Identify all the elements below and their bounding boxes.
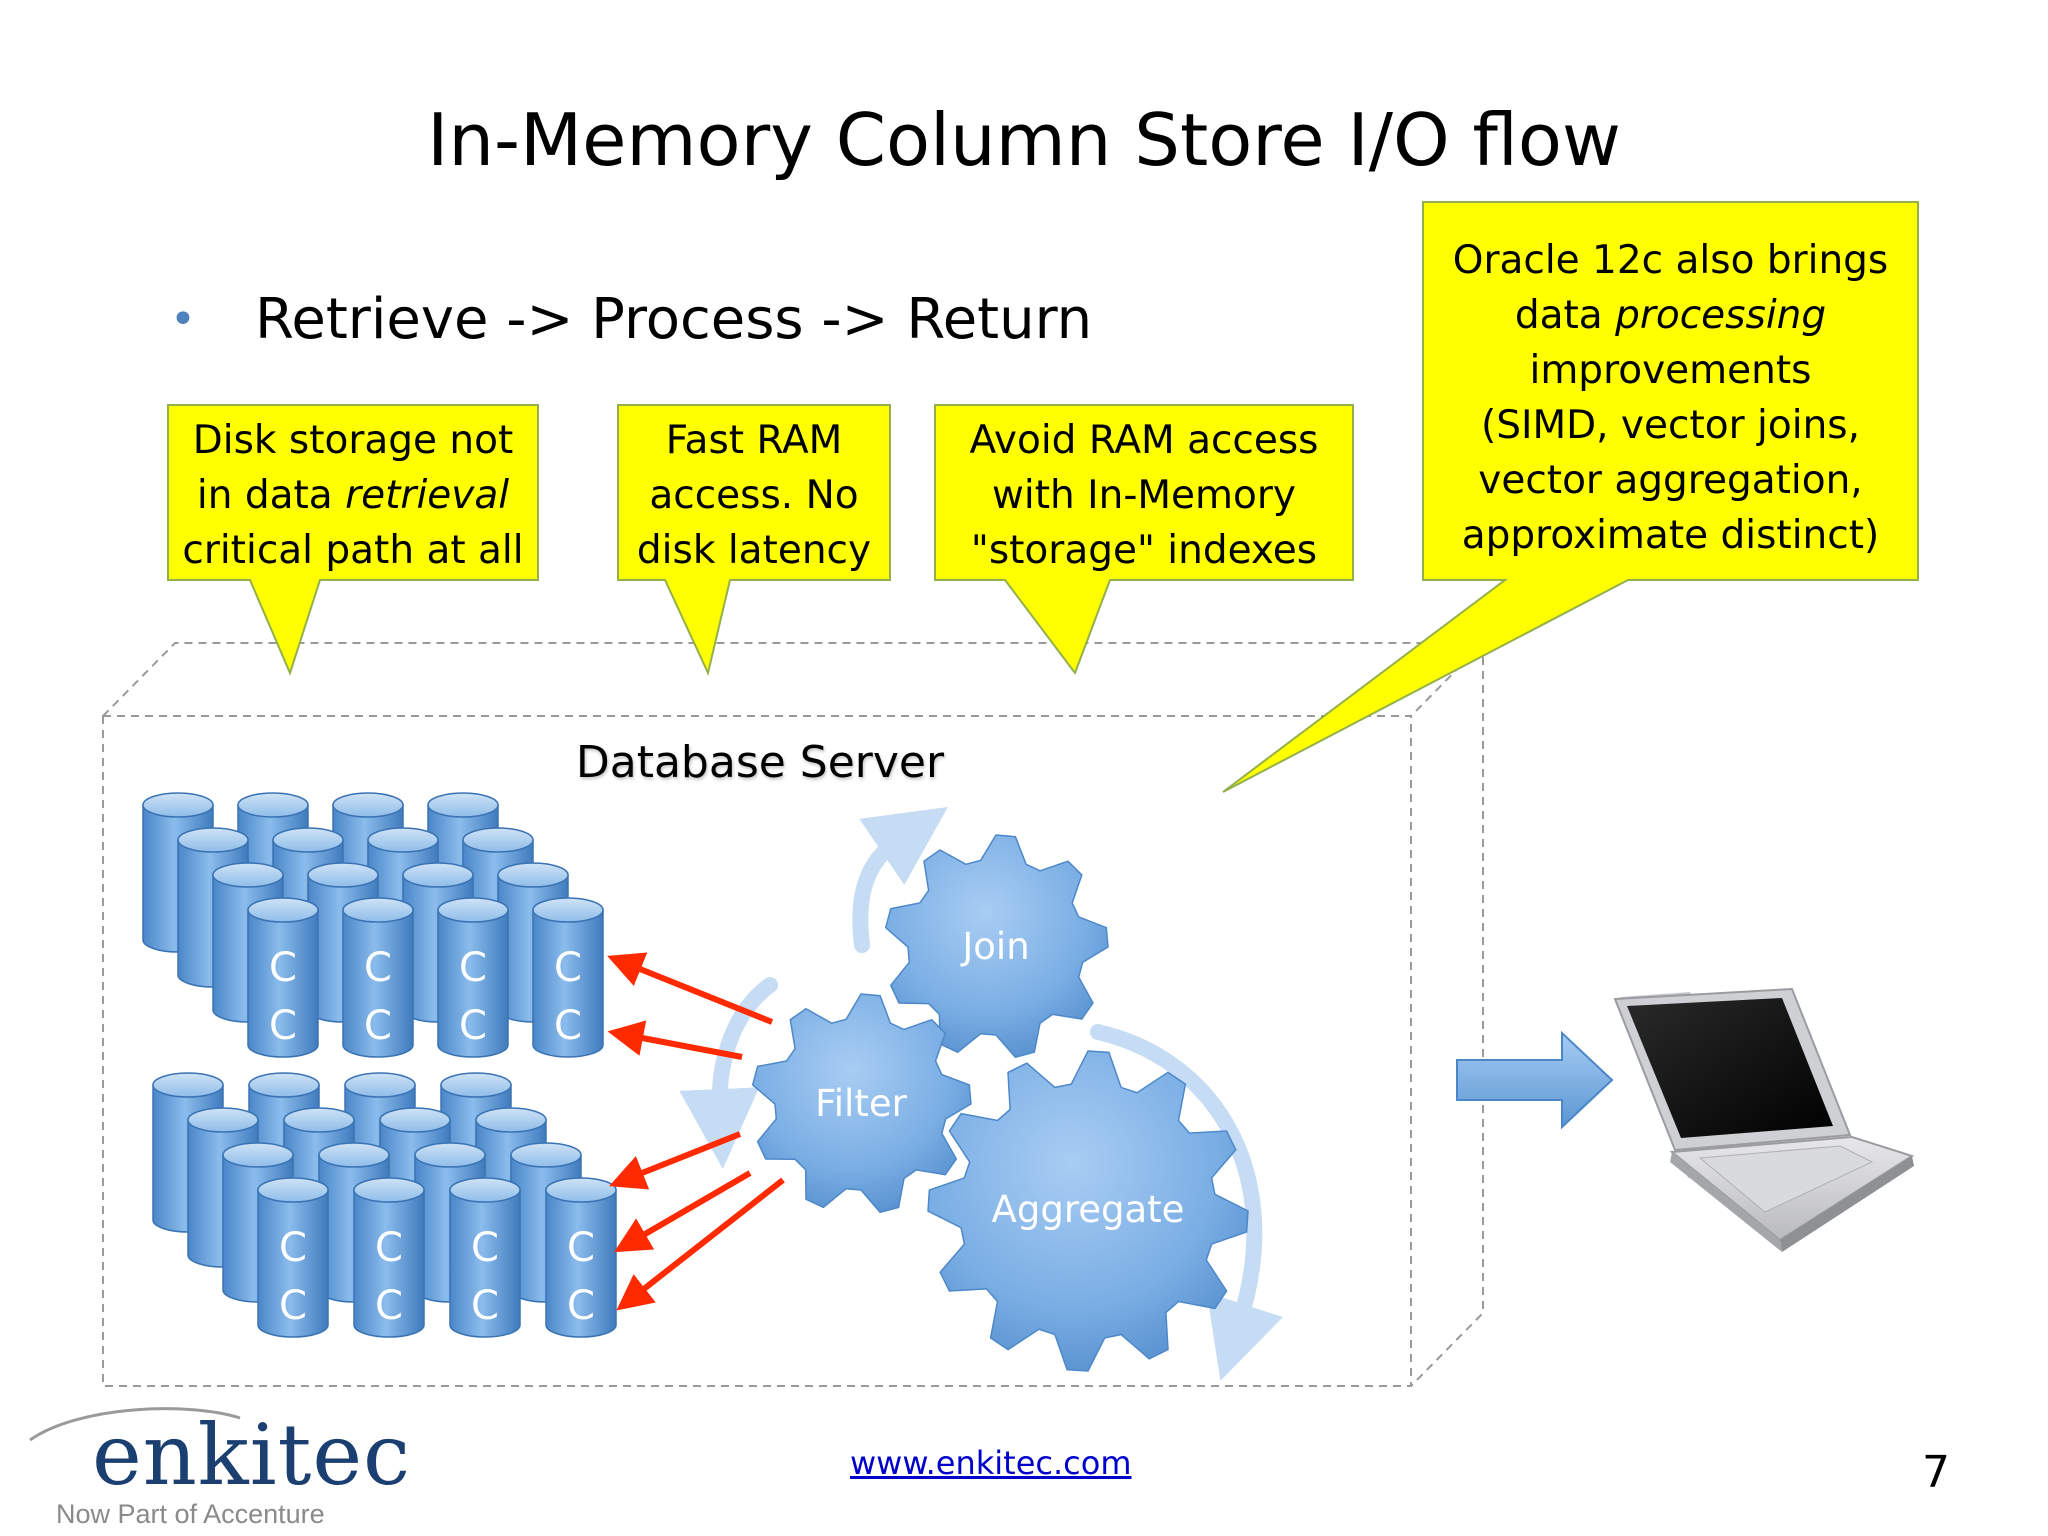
callout-line: vector aggregation, <box>1423 453 1918 508</box>
callout-line-text: vector aggregation, <box>1478 458 1863 503</box>
column-label: C <box>471 1283 499 1329</box>
callout-line: Fast RAM <box>618 413 890 468</box>
callout-oracle-12c-text: Oracle 12c also brings data processing imp… <box>1423 233 1918 563</box>
callout-line-text: "storage" indexes <box>970 528 1318 573</box>
bullet-text: Retrieve -> Process -> Return <box>255 287 1093 352</box>
callout-line-text: access. No <box>649 473 859 518</box>
processing-gears <box>751 834 1249 1372</box>
red-arrow <box>614 1170 752 1253</box>
column-label: C <box>567 1283 595 1329</box>
callout-disk-storage-text: Disk storage not in data retrieval critica… <box>168 413 538 578</box>
column-cylinder-front <box>437 897 509 1058</box>
red-arrow <box>607 1020 743 1060</box>
callout-line: Disk storage not <box>168 413 538 468</box>
arc-arrow-filter-to-join <box>852 806 948 953</box>
callout-avoid-ram <box>934 404 1354 676</box>
callout-line: critical path at all <box>168 523 538 578</box>
callout-line: Avoid RAM access <box>935 413 1353 468</box>
gear-label-join: Join <box>962 925 1030 968</box>
column-cylinder-front <box>545 1177 617 1338</box>
callout-fast-ram-text: Fast RAM access. No disk latency <box>618 413 890 578</box>
column-label: C <box>269 1003 297 1049</box>
callout-line: Oracle 12c also brings <box>1423 233 1918 288</box>
column-label: C <box>471 1225 499 1271</box>
arc-arrow-join-to-aggregate <box>1090 1024 1283 1381</box>
callout-line-text: Avoid RAM access <box>969 418 1319 463</box>
gear-aggregate <box>927 1050 1249 1372</box>
callout-oracle-12c <box>1222 201 1919 793</box>
callout-line-text: data <box>1514 293 1616 338</box>
column-label: C <box>269 945 297 991</box>
callout-line: approximate distinct) <box>1423 508 1918 563</box>
gear-join <box>884 834 1109 1059</box>
column-label: C <box>375 1283 403 1329</box>
column-label: C <box>279 1225 307 1271</box>
column-label: C <box>279 1283 307 1329</box>
logo-wordmark: enkitec <box>92 1406 412 1504</box>
red-arrow <box>616 1177 785 1311</box>
column-cylinder-front <box>353 1177 425 1338</box>
column-label: C <box>364 1003 392 1049</box>
callout-line-text: approximate distinct) <box>1461 513 1880 558</box>
red-arrow <box>609 1131 742 1190</box>
column-cylinders <box>142 792 617 1338</box>
callout-line: data processing <box>1423 288 1918 343</box>
column-label: C <box>554 945 582 991</box>
arc-arrow-to-columns <box>679 977 778 1169</box>
callout-line-text: (SIMD, vector joins, <box>1480 403 1860 448</box>
callout-line-text: improvements <box>1529 348 1812 393</box>
column-cylinder-front <box>449 1177 521 1338</box>
server-box <box>102 642 1486 1387</box>
column-cylinder-front <box>247 897 319 1058</box>
enkitec-logo: enkitec Now Part of Accenture <box>22 1405 410 1535</box>
callout-line: (SIMD, vector joins, <box>1423 398 1918 453</box>
logo-subtitle: Now Part of Accenture <box>56 1499 325 1529</box>
callout-line: improvements <box>1423 343 1918 398</box>
callout-line: "storage" indexes <box>935 523 1353 578</box>
column-label: C <box>567 1225 595 1271</box>
callout-line-text: disk latency <box>636 528 872 573</box>
database-server-label: Database Server <box>575 737 945 788</box>
column-cylinder-front <box>257 1177 329 1338</box>
callout-line-text: Fast RAM <box>665 418 843 463</box>
retrieval-arrows <box>607 952 785 1311</box>
logo-swoosh <box>29 1407 241 1442</box>
callout-line: in data retrieval <box>168 468 538 523</box>
callout-line: access. No <box>618 468 890 523</box>
flow-arrows <box>679 806 1283 1381</box>
column-label: C <box>459 945 487 991</box>
column-cylinder-front <box>342 897 414 1058</box>
callout-line-text: Disk storage not <box>192 418 514 463</box>
column-label: C <box>364 945 392 991</box>
callout-disk-storage <box>167 404 539 676</box>
page-number: 7 <box>1922 1447 1950 1498</box>
callout-fast-ram <box>617 404 891 677</box>
callout-line-text: Oracle 12c also brings <box>1452 238 1889 283</box>
column-label: C <box>459 1003 487 1049</box>
bullet-marker: • <box>170 294 196 345</box>
callout-line-text: with In-Memory <box>991 473 1297 518</box>
callout-line: with In-Memory <box>935 468 1353 523</box>
gear-filter <box>751 993 972 1214</box>
callout-line-emphasis: processing <box>1615 293 1827 338</box>
gear-label-filter: Filter <box>815 1082 907 1125</box>
callout-line: disk latency <box>618 523 890 578</box>
callout-line-text: in data <box>196 473 346 518</box>
callout-avoid-ram-text: Avoid RAM access with In-Memory "storage" … <box>935 413 1353 578</box>
callout-line-emphasis: retrieval <box>345 473 510 518</box>
laptop-icon <box>1613 987 1915 1252</box>
column-label: C <box>375 1225 403 1271</box>
output-arrow <box>1456 1030 1614 1130</box>
footer-website-link[interactable]: www.enkitec.com <box>850 1444 1132 1482</box>
gear-label-aggregate: Aggregate <box>991 1188 1185 1231</box>
callout-line-text: critical path at all <box>182 528 524 573</box>
slide-title: In-Memory Column Store I/O flow <box>427 98 1621 182</box>
red-arrow <box>607 952 774 1025</box>
column-label: C <box>554 1003 582 1049</box>
column-cylinder-front <box>532 897 604 1058</box>
